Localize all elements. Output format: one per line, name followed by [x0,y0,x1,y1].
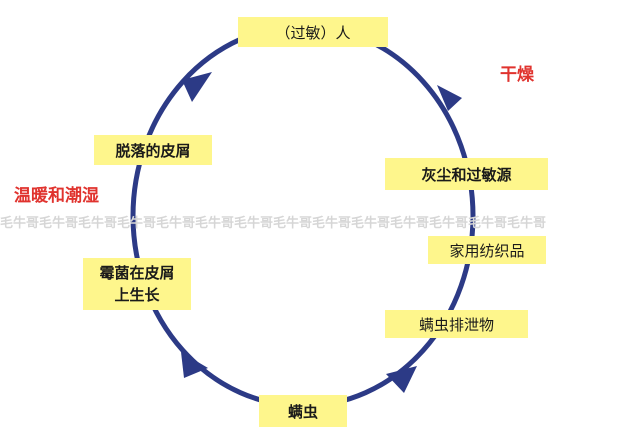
arrow-bottom-left [181,352,208,378]
watermark: 毛牛哥毛牛哥毛牛哥毛牛哥毛牛哥毛牛哥毛牛哥毛牛哥毛牛哥毛牛哥毛牛哥毛牛哥毛牛哥毛… [0,216,547,231]
arrow-top-right [437,85,462,111]
node-mite-excrement: 螨虫排泄物 [385,310,528,338]
arrow-bottom-right [386,366,417,393]
node-household-textiles: 家用纺织品 [428,236,546,264]
node-mold-on-skin-flakes: 霉菌在皮屑 上生长 [83,258,191,310]
arrow-top-left [182,72,212,102]
condition-warm-humid: 温暖和潮湿 [14,186,99,206]
node-allergic-person: （过敏）人 [238,17,388,47]
node-dust-and-allergens: 灰尘和过敏源 [385,158,548,190]
condition-dry: 干燥 [500,65,534,85]
node-dust-mites: 螨虫 [259,395,347,427]
node-shed-skin-flakes: 脱落的皮屑 [94,135,212,165]
